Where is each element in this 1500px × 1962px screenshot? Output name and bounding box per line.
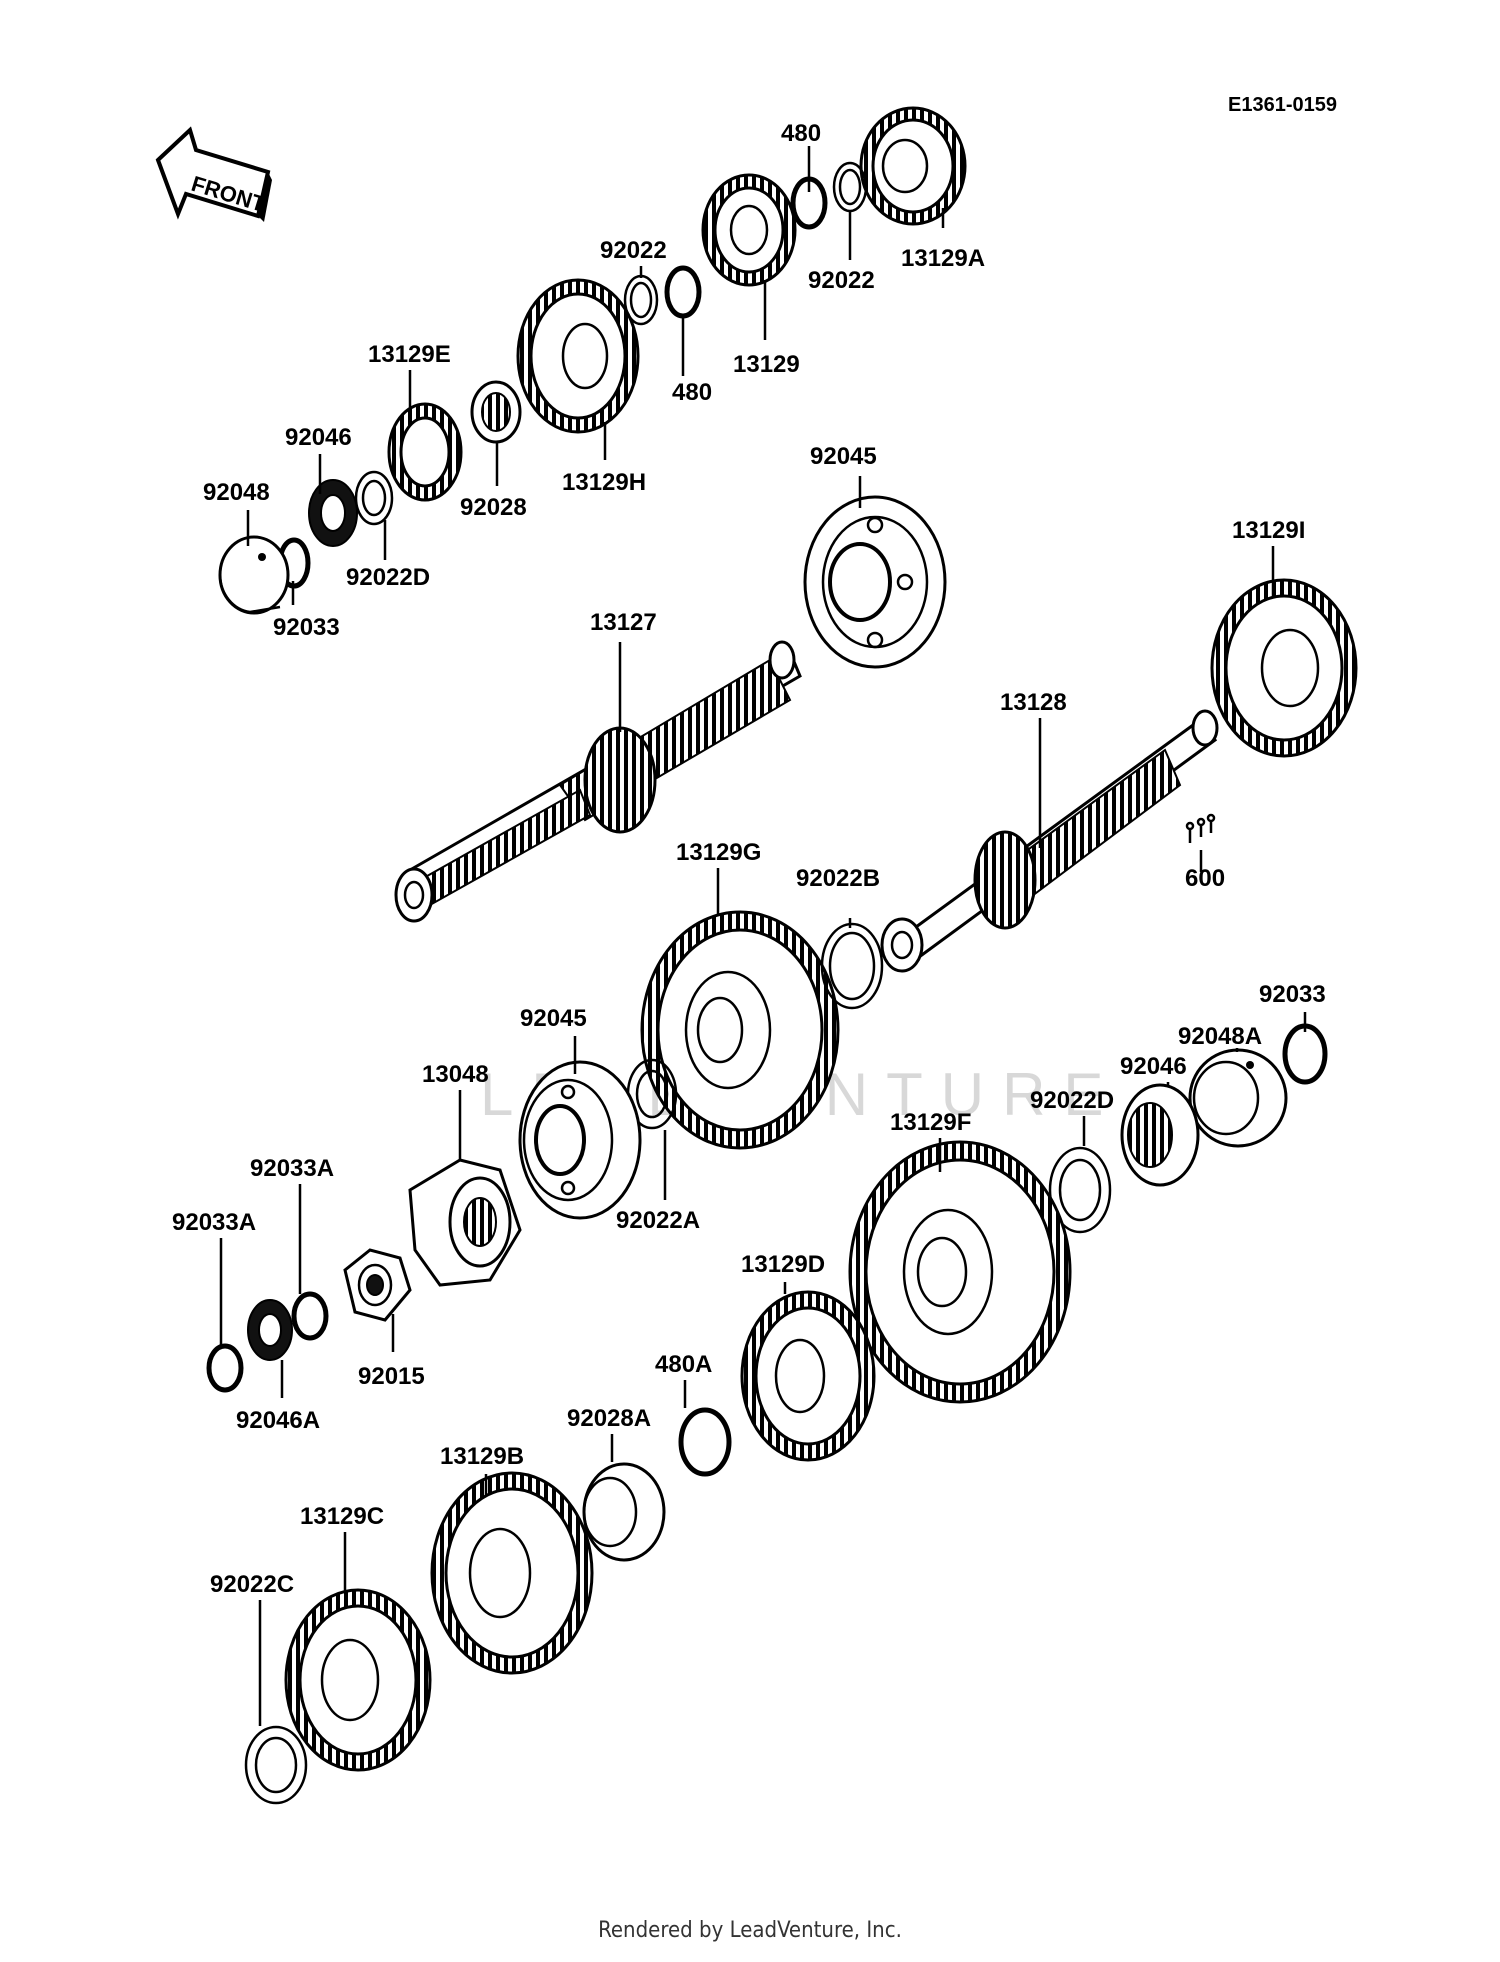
label-92022D-right[interactable]: 92022D: [1030, 1087, 1114, 1114]
label-600[interactable]: 600: [1185, 865, 1225, 892]
label-92028[interactable]: 92028: [460, 494, 527, 521]
label-92033-top[interactable]: 92033: [273, 614, 340, 641]
label-92048A[interactable]: 92048A: [1178, 1023, 1262, 1050]
ring-92022B-icon: [820, 922, 884, 1010]
circlip-92033-right-icon: [1282, 1023, 1328, 1085]
bushing-92028A-icon: [582, 1462, 666, 1562]
gear-13129F-icon: [848, 1140, 1072, 1404]
leader-lines: [219, 146, 1307, 1726]
gear-13129G-icon: [640, 910, 840, 1150]
nut-92015-icon: [343, 1248, 412, 1322]
gear-13129H-icon: [516, 278, 640, 434]
label-13129D[interactable]: 13129D: [741, 1251, 825, 1278]
label-92033-right[interactable]: 92033: [1259, 981, 1326, 1008]
gear-13129A-icon: [859, 106, 967, 226]
label-13129[interactable]: 13129: [733, 351, 800, 378]
label-480-top[interactable]: 480: [781, 120, 821, 147]
collar-92048A-icon: [1188, 1048, 1288, 1148]
label-480-mid[interactable]: 480: [672, 379, 712, 406]
circlip-480A-icon: [678, 1407, 732, 1477]
needle-bearing-92046A-icon: [247, 1299, 293, 1361]
countershaft-13128-icon: [880, 709, 1219, 973]
label-92046-right[interactable]: 92046: [1120, 1053, 1187, 1080]
gear-13129D-icon: [740, 1290, 876, 1462]
label-13129F[interactable]: 13129F: [890, 1109, 971, 1136]
label-92022C[interactable]: 92022C: [210, 1571, 294, 1598]
washer-92022D-right-icon: [1048, 1146, 1112, 1234]
label-13129I[interactable]: 13129I: [1232, 517, 1305, 544]
label-92046-top[interactable]: 92046: [285, 424, 352, 451]
label-13129G[interactable]: 13129G: [676, 839, 761, 866]
circlip-92033A-upper-icon: [291, 1291, 329, 1341]
pin-600-icon: [1185, 813, 1216, 843]
needle-bearing-92046-right-icon: [1120, 1083, 1200, 1187]
gear-13129I-icon: [1210, 578, 1358, 758]
label-13127[interactable]: 13127: [590, 609, 657, 636]
mainshaft-13127-icon: [394, 640, 802, 923]
label-92022B[interactable]: 92022B: [796, 865, 880, 892]
label-13129E[interactable]: 13129E: [368, 341, 451, 368]
label-92048[interactable]: 92048: [203, 479, 270, 506]
label-92033A-lower[interactable]: 92033A: [172, 1209, 256, 1236]
diagram-reference-code: E1361-0159: [1228, 94, 1337, 116]
label-13129A[interactable]: 13129A: [901, 245, 985, 272]
label-13129H[interactable]: 13129H: [562, 469, 646, 496]
label-13129C[interactable]: 13129C: [300, 1503, 384, 1530]
bearing-92045-mid-icon: [518, 1060, 642, 1220]
hub-13048-icon: [408, 1158, 522, 1287]
part-labels: 480 13129A 92022 92022 13129 480 13129E …: [172, 120, 1326, 1598]
washer-92022D-top-icon: [354, 470, 394, 526]
label-13129B[interactable]: 13129B: [440, 1443, 524, 1470]
bearing-92028-icon: [470, 380, 522, 444]
gear-13129E-icon: [387, 402, 463, 502]
label-13128[interactable]: 13128: [1000, 689, 1067, 716]
gear-13129C-icon: [284, 1588, 432, 1772]
circlip-480-mid-icon: [664, 265, 702, 319]
needle-bearing-92046-top-icon: [308, 479, 358, 547]
label-13048[interactable]: 13048: [422, 1061, 489, 1088]
gear-13129-icon: [701, 173, 797, 287]
ring-92022C-icon: [244, 1725, 308, 1805]
ring-92022-right-icon: [832, 161, 868, 213]
label-92015[interactable]: 92015: [358, 1363, 425, 1390]
label-92033A-upper[interactable]: 92033A: [250, 1155, 334, 1182]
label-92022-left[interactable]: 92022: [600, 237, 667, 264]
front-arrow-icon: FRONT: [155, 126, 272, 222]
label-92046A[interactable]: 92046A: [236, 1407, 320, 1434]
bearing-92045-top-icon: [803, 495, 947, 669]
label-480A[interactable]: 480A: [655, 1351, 712, 1378]
label-92022D-top[interactable]: 92022D: [346, 564, 430, 591]
footer-credit: Rendered by LeadVenture, Inc.: [598, 1918, 902, 1943]
label-92045-mid[interactable]: 92045: [520, 1005, 587, 1032]
label-92028A[interactable]: 92028A: [567, 1405, 651, 1432]
label-92022A[interactable]: 92022A: [616, 1207, 700, 1234]
label-92045-top[interactable]: 92045: [810, 443, 877, 470]
collar-92048-icon: [218, 535, 290, 615]
gear-13129B-icon: [430, 1471, 594, 1675]
circlip-92033A-lower-icon: [206, 1343, 244, 1393]
label-92022-right[interactable]: 92022: [808, 267, 875, 294]
